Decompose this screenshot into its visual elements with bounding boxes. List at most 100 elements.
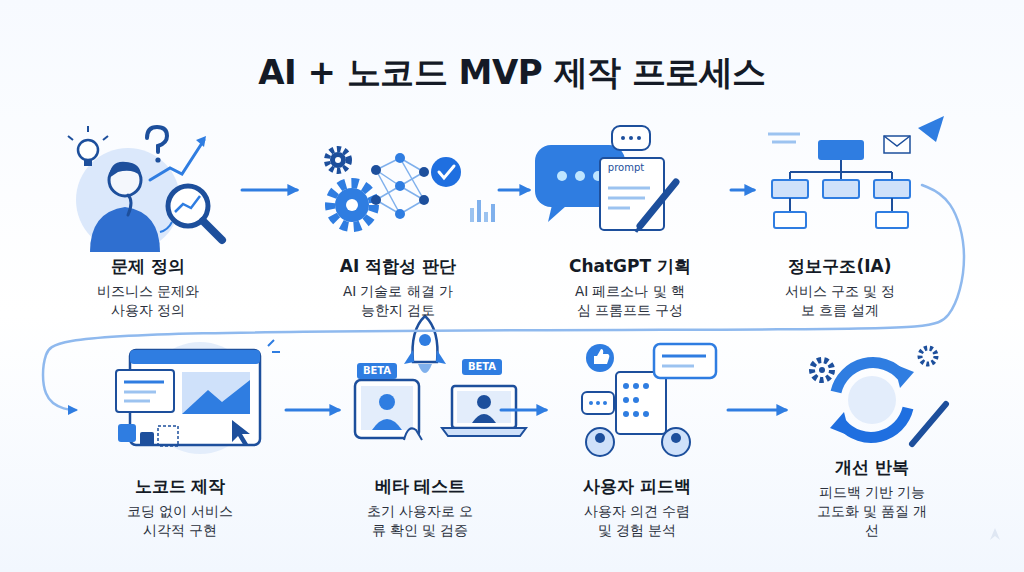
process-step: 정보구조(IA) 서비스 구조 및 정보 흐름 설계 — [760, 130, 920, 320]
problem-icon — [203, 221, 222, 240]
step-description: 초기 사용자로 오류 확인 및 검증 — [364, 502, 476, 540]
step-title: 베타 테스트 — [375, 475, 466, 497]
iterate-icon — [848, 376, 896, 424]
flow-arrow — [728, 409, 786, 412]
ia-icon — [884, 136, 910, 146]
chatgpt-icon — [608, 197, 645, 200]
step-title: 문제 정의 — [111, 255, 185, 277]
nocode-icon — [124, 400, 150, 403]
chatgpt-icon — [491, 204, 495, 222]
feedback-icon — [603, 401, 607, 405]
chatgpt-icon — [600, 158, 664, 230]
beta-tag: BETA — [357, 366, 397, 376]
problem-icon — [78, 140, 98, 160]
ia-icon — [774, 212, 806, 228]
step-title: 노코드 제작 — [135, 475, 226, 497]
chatgpt-icon — [575, 171, 585, 181]
step-description: 사용자 의견 수렴 및 경험 분석 — [581, 502, 693, 540]
ia-icon — [874, 180, 910, 198]
ai-fit-icon — [330, 152, 346, 168]
chatgpt-icon — [484, 212, 488, 222]
step-title: 정보구조(IA) — [788, 255, 891, 277]
ai-fit-icon — [419, 195, 429, 205]
flow-arrow — [501, 409, 546, 412]
beta-icon — [477, 395, 491, 409]
ai-fit-icon — [395, 209, 405, 219]
chatgpt-icon — [557, 171, 567, 181]
problem-icon — [84, 160, 92, 166]
ai-fit-icon — [400, 158, 424, 200]
chatgpt-icon — [548, 205, 566, 222]
iterate-icon — [812, 348, 1000, 540]
feedback-icon — [662, 355, 706, 358]
ai-fit-icon — [335, 157, 341, 163]
problem-icon — [68, 136, 73, 140]
feedback-icon — [662, 365, 694, 368]
feedback-icon — [623, 383, 649, 417]
flow-arrow — [731, 189, 754, 192]
ai-fit-icon — [419, 167, 429, 177]
ia-icon — [789, 172, 791, 180]
beta-icon — [379, 394, 395, 410]
nocode-icon — [118, 424, 136, 442]
ai-fit-icon — [330, 183, 374, 227]
chatgpt-icon — [629, 136, 633, 140]
feedback-icon — [596, 401, 600, 405]
feedback-icon — [643, 383, 649, 389]
nocode-icon — [158, 426, 178, 446]
chatgpt-icon — [477, 200, 481, 222]
beta-icon — [404, 350, 414, 364]
iterate-icon — [894, 364, 914, 388]
chatgpt-icon — [608, 207, 630, 210]
nocode-icon — [140, 432, 154, 446]
ai-fit-icon — [371, 165, 381, 175]
iterate-icon — [812, 360, 832, 380]
problem-icon — [147, 127, 167, 152]
iterate-icon — [830, 412, 850, 436]
problem-icon — [109, 162, 141, 178]
process-step: 베타 테스트초기 사용자로 오류 확인 및 검증 — [345, 350, 495, 540]
nocode-icon — [124, 391, 156, 394]
chatgpt-icon — [640, 182, 676, 226]
ia-icon — [840, 172, 842, 180]
problem-icon — [160, 222, 172, 232]
step-description: 피드백 기반 기능 고도화 및 품질 개선 — [816, 483, 928, 540]
process-step: 사용자 피드백사용자 의견 수렴 및 경험 분석 — [552, 350, 722, 540]
process-step: 노코드 제작코딩 없이 서비스 시각적 구현 — [80, 350, 280, 540]
nocode-icon — [182, 372, 250, 414]
beta-icon — [413, 316, 438, 362]
ia-icon — [884, 136, 910, 153]
nocode-icon — [182, 380, 250, 414]
problem-icon — [175, 196, 200, 212]
feedback-icon — [616, 372, 666, 434]
step-title: ChatGPT 기획 — [569, 255, 691, 277]
ai-fit-icon — [395, 153, 405, 163]
feedback-icon — [623, 383, 629, 389]
ai-fit-icon — [346, 199, 358, 211]
step-description: 서비스 구조 및 정보 흐름 설계 — [784, 282, 896, 320]
ai-fit-icon — [431, 157, 461, 187]
ai-fit-icon — [327, 149, 461, 227]
step-title: AI 적합성 판단 — [340, 255, 456, 277]
ia-icon — [891, 198, 893, 212]
ia-icon — [876, 212, 908, 228]
feedback-icon — [623, 397, 629, 403]
feedback-icon — [654, 344, 716, 378]
problem-icon — [90, 207, 160, 252]
ia-icon — [768, 133, 800, 136]
prompt-text: prompt — [604, 163, 648, 173]
problem-icon — [103, 136, 108, 140]
iterate-icon — [842, 408, 908, 437]
feedback-icon — [582, 392, 614, 414]
ia-icon — [772, 141, 796, 144]
chatgpt-icon — [612, 126, 650, 150]
flow-arrow — [43, 185, 964, 410]
feedback-icon — [595, 433, 605, 443]
feedback-icon — [586, 344, 614, 372]
ia-icon — [918, 116, 944, 142]
beta-icon — [372, 419, 402, 430]
